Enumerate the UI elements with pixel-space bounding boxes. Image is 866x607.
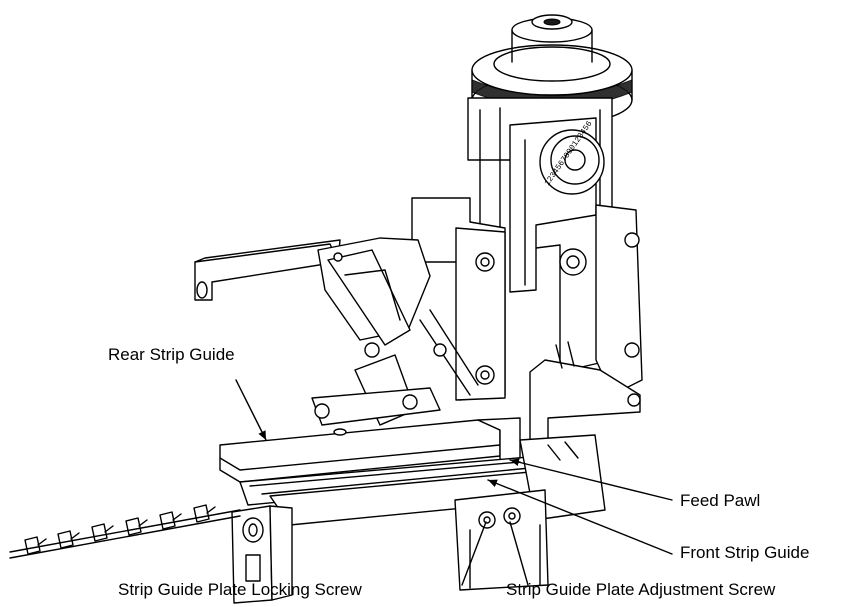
label-front-strip-guide: Front Strip Guide [680, 543, 810, 562]
label-rear-strip-guide: Rear Strip Guide [108, 345, 235, 364]
label-feed-pawl: Feed Pawl [680, 491, 761, 510]
label-locking-screw: Strip Guide Plate Locking Screw [118, 580, 362, 599]
callout-leaders [235, 379, 673, 586]
label-adjustment-screw: Strip Guide Plate Adjustment Screw [506, 580, 776, 599]
ram-arm [194, 237, 479, 426]
terminal-strip [9, 504, 241, 559]
strip-guide-assembly [219, 417, 606, 604]
applicator-main-body: 1234567890123456 [411, 97, 643, 441]
